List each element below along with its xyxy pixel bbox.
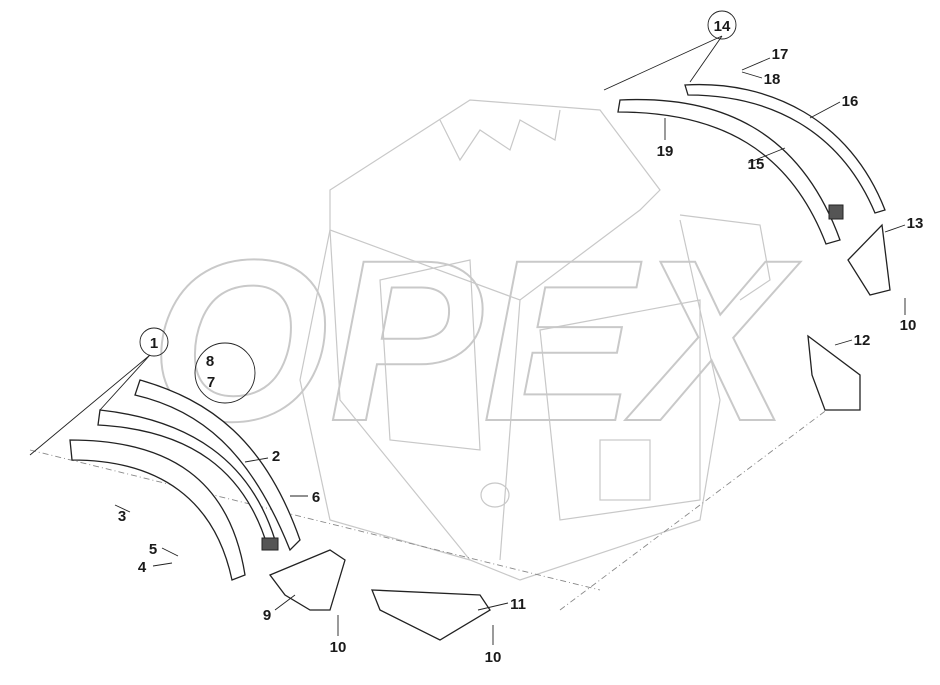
callout-10: 10 xyxy=(485,649,502,666)
callout-17: 17 xyxy=(772,46,789,63)
callout-14: 14 xyxy=(714,18,731,35)
callout-6: 6 xyxy=(312,489,320,506)
callout-18: 18 xyxy=(764,71,781,88)
callout-7: 7 xyxy=(207,374,215,391)
callout-4: 4 xyxy=(138,559,147,576)
cab-body xyxy=(299,99,771,581)
callout-8: 8 xyxy=(206,353,214,370)
leader-lines xyxy=(29,35,906,645)
callout-16: 16 xyxy=(842,93,859,110)
callout-circle-14 xyxy=(707,10,737,40)
callout-1: 1 xyxy=(150,335,158,352)
center-line xyxy=(29,399,841,611)
callout-10: 10 xyxy=(900,317,917,334)
callout-19: 19 xyxy=(657,143,674,160)
callout-circle-1 xyxy=(139,327,169,357)
callout-10: 10 xyxy=(330,639,347,656)
part-right-arch-assembly xyxy=(617,83,886,245)
callout-15: 15 xyxy=(748,156,765,173)
callout-12: 12 xyxy=(854,332,871,349)
watermark-logo: OPEX xyxy=(150,212,801,469)
callout-11: 11 xyxy=(510,596,526,613)
callout-13: 13 xyxy=(907,215,924,232)
callout-2: 2 xyxy=(272,448,280,465)
callout-9: 9 xyxy=(263,607,271,624)
callout-3: 3 xyxy=(118,508,126,525)
detail-circle xyxy=(194,342,256,404)
callouts: 1 2 3 4 5 6 7 8 9 10 10 10 11 12 13 14 1… xyxy=(118,10,924,666)
callout-5: 5 xyxy=(149,541,157,558)
part-left-fender-assembly xyxy=(69,223,891,641)
